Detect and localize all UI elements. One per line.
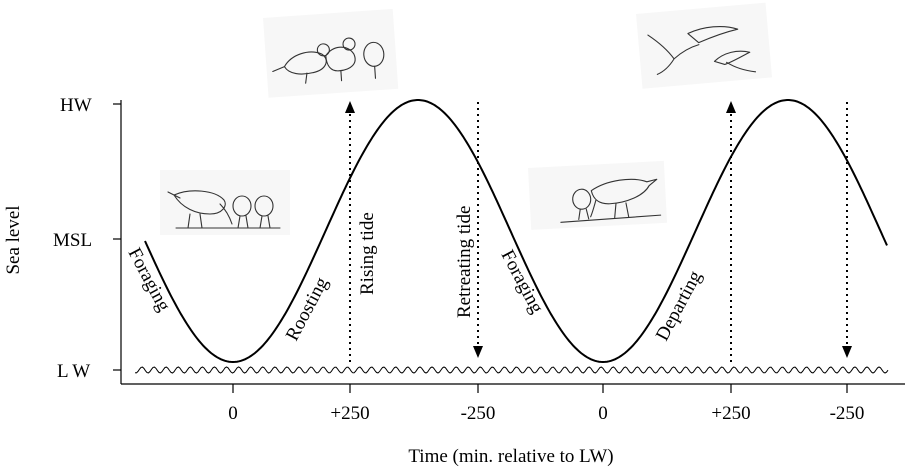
y-axis-title: Sea level bbox=[3, 205, 24, 274]
msl-label: MSL bbox=[53, 230, 92, 251]
x-tick-label-6: -250 bbox=[830, 403, 865, 424]
hw-label: HW bbox=[60, 95, 92, 116]
feeding-birds-illustration bbox=[528, 160, 668, 230]
up-arrow-icon bbox=[345, 101, 355, 113]
x-tick-label-5: +250 bbox=[711, 403, 750, 424]
up-arrow-icon bbox=[726, 101, 736, 113]
retreating-tide-label: Retreating tide bbox=[454, 206, 475, 318]
x-tick-label-4: 0 bbox=[598, 403, 608, 424]
roosting-birds-illustration bbox=[263, 8, 399, 98]
x-tick-label-3: -250 bbox=[461, 403, 496, 424]
x-tick-label-1: 0 bbox=[228, 403, 238, 424]
lw-label: L W bbox=[57, 361, 90, 382]
down-arrow-icon bbox=[842, 346, 852, 358]
low-water-wave bbox=[134, 366, 889, 374]
tide-curve bbox=[144, 99, 888, 364]
rising-tide-label: Rising tide bbox=[357, 212, 378, 295]
x-axis-title: Time (min. relative to LW) bbox=[408, 446, 613, 467]
foraging-birds-illustration bbox=[160, 170, 290, 235]
foraging-label-1: Foraging bbox=[124, 244, 175, 315]
down-arrow-icon bbox=[473, 346, 483, 358]
x-tick-label-2: +250 bbox=[330, 403, 369, 424]
flying-birds-illustration bbox=[636, 2, 773, 89]
roosting-label: Roosting bbox=[282, 273, 333, 344]
